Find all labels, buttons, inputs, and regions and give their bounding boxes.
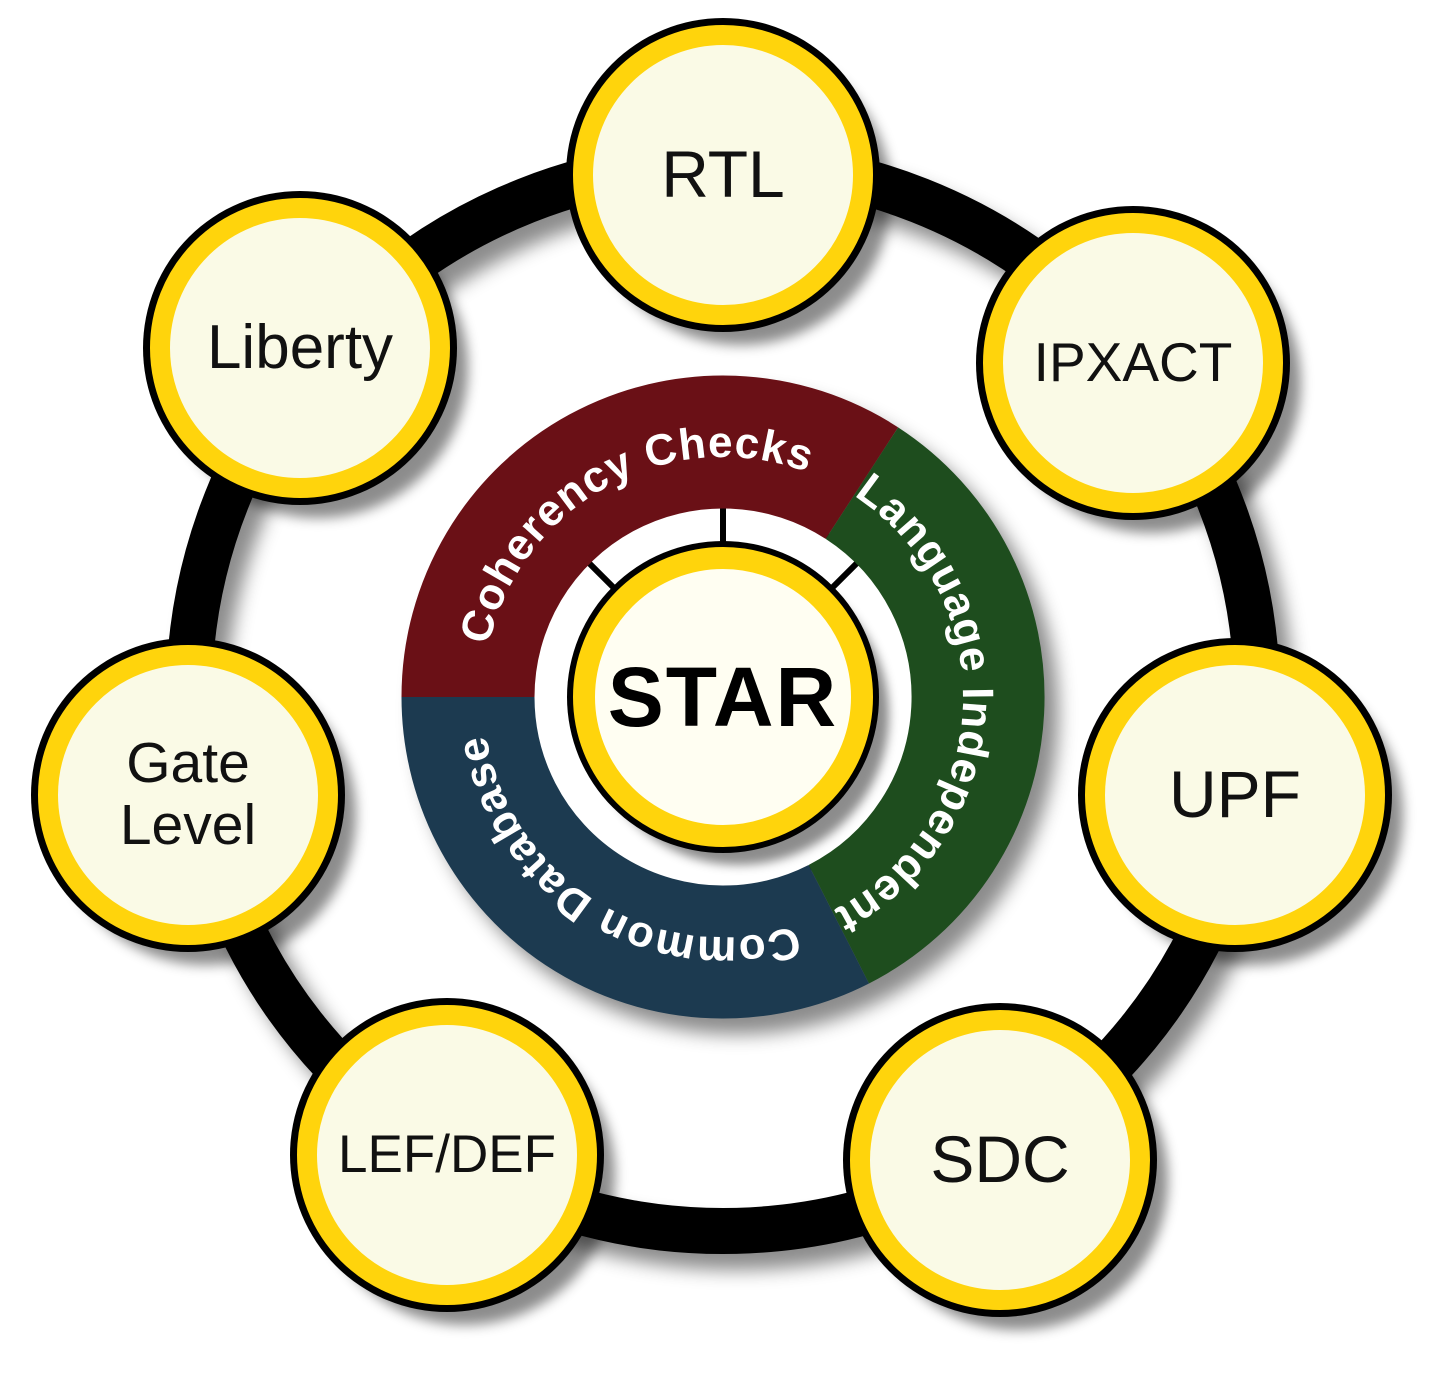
spoke-upper-left	[585, 559, 620, 594]
arc-language-independent	[807, 427, 1045, 984]
node-rtl: RTL	[573, 25, 873, 325]
node-sdc-label: SDC	[930, 1122, 1070, 1197]
arc-common-database	[401, 695, 869, 1019]
node-gate-level: Gate Level	[38, 645, 338, 945]
spoke-upper-right	[826, 559, 861, 594]
node-upf-label: UPF	[1169, 757, 1301, 832]
node-liberty-label: Liberty	[206, 312, 394, 382]
node-rtl-label: RTL	[661, 137, 785, 212]
node-sdc: SDC	[850, 1010, 1150, 1310]
hub-star: STAR	[573, 547, 873, 847]
node-ipxact-label: IPXACT	[1033, 331, 1233, 394]
node-gate-level-label: Gate Level	[119, 731, 257, 857]
arc-coherency-checks	[401, 375, 899, 699]
node-ipxact: IPXACT	[983, 213, 1283, 513]
node-lef-def: LEF/DEF	[297, 1005, 597, 1305]
node-lef-def-label: LEF/DEF	[338, 1125, 556, 1185]
node-upf: UPF	[1085, 645, 1385, 945]
node-liberty: Liberty	[150, 198, 450, 498]
hub-star-label: STAR	[607, 649, 839, 744]
